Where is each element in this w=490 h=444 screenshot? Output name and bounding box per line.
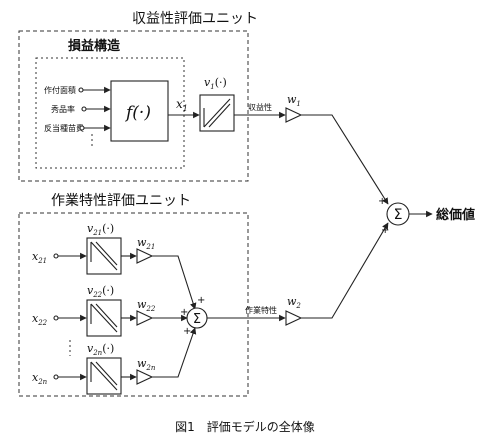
profit-function-block [110,80,169,142]
input-arrows [78,86,111,148]
profit-structure-frame [35,57,185,169]
profit-function-label: f(·) [124,103,151,123]
work-output-label: 作業特性 [245,305,277,315]
total-sum-symbol: Σ [394,207,403,223]
v21-label: v21(·) [87,222,114,237]
work-unit-frame [18,212,249,397]
w21-gain-triangle [136,248,154,264]
v2n-label: v2n(·) [87,342,114,357]
profit-to-total-arrow [301,114,389,205]
work-sum-plus-bottom: + [183,326,191,337]
input-label-2: 秀品率 [51,104,75,114]
x2n-label: x2n [32,371,48,386]
w22-label: w22 [137,298,156,313]
work-to-total-arrow [301,222,389,319]
w21-label: w21 [137,236,155,251]
input-label-3: 反当種苗費 [44,123,84,133]
work-row-2: x22 v22(·) w22 [32,284,188,337]
v1-nonlinearity-block [199,94,235,132]
total-value-label: 総価値 [436,207,475,223]
x21-label: x21 [32,250,47,265]
work-sum-plus-top: + [197,295,205,306]
total-value: Σ + + 総価値 [301,114,475,319]
v1-label: v1(·) [204,76,227,91]
total-plus-top: + [378,196,386,207]
work-row-n: x2n v2n(·) w2n [32,327,197,395]
work-unit-title: 作業特性評価ユニット [51,193,191,209]
w2n-label: w2n [137,357,156,372]
profit-unit-title: 収益性評価ユニット [132,11,258,27]
work-sum-plus-left: + [180,307,188,318]
w22-gain-triangle [136,310,154,326]
w2n-gain-triangle [136,369,154,385]
w1-gain-triangle [285,107,303,123]
x1-label: x1 [176,97,188,113]
w2-label: w2 [287,295,301,310]
profit-output-label: 収益性 [248,102,272,112]
total-plus-bottom: + [381,225,389,236]
work-sum-symbol: Σ [193,312,201,327]
x22-label: x22 [32,312,48,327]
work-row-1: x21 v21(·) w21 [32,222,197,310]
input-label-1: 作付面積 [44,85,76,95]
w1-label: w1 [287,93,301,108]
profit-unit-frame [18,30,249,182]
work-evaluation-unit: 作業特性評価ユニット x21 v21(·) w21 x22 v22(·) [18,193,303,397]
v22-label: v22(·) [87,284,114,299]
figure-caption: 図1 評価モデルの全体像 [175,419,315,434]
profit-structure-title: 損益構造 [68,38,121,54]
w2-gain-triangle [285,310,303,326]
profit-evaluation-unit: 収益性評価ユニット 損益構造 作付面積 秀品率 反当種苗費 f(·) x1 v1… [18,11,303,182]
